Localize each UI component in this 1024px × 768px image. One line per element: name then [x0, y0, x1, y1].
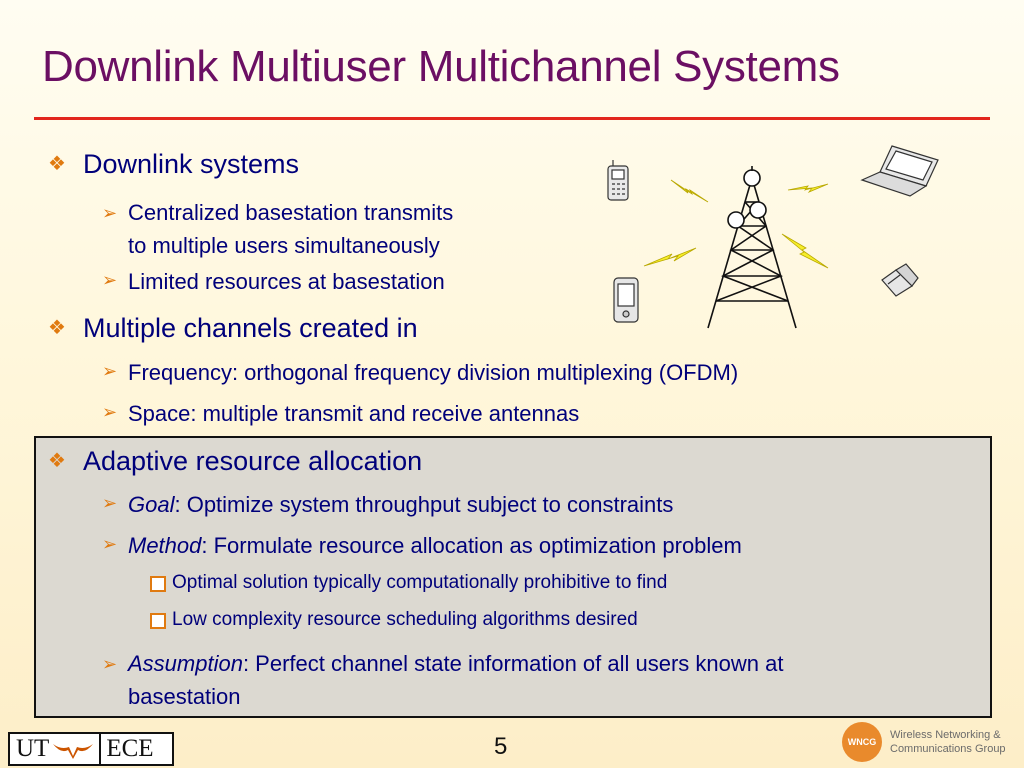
sub-sub-bullet-optimal: Optimal solution typically computational…: [150, 572, 667, 594]
bullet-text: Low complexity resource scheduling algor…: [172, 609, 638, 630]
bullet-text: Frequency: orthogonal frequency division…: [128, 360, 739, 385]
logo-ut-text: UT: [16, 735, 50, 762]
bullet-multiple-channels: ❖ Multiple channels created in: [48, 313, 418, 344]
bullet-text-line1: Centralized basestation transmits: [128, 200, 454, 225]
checkbox-bullet-icon: [150, 613, 166, 635]
sub-bullet-limited-resources: ➢ Limited resources at basestation: [102, 269, 445, 295]
slide-title: Downlink Multiuser Multichannel Systems: [42, 42, 840, 91]
arrow-bullet-icon: ➢: [102, 270, 118, 290]
title-underline: [34, 117, 990, 120]
bullet-text: Optimal solution typically computational…: [172, 572, 668, 593]
bullet-downlink-systems: ❖ Downlink systems: [48, 149, 299, 180]
bullet-text-line2: to multiple users simultaneously: [128, 233, 440, 258]
diamond-bullet-icon: ❖: [48, 450, 66, 472]
wncg-badge: WNCG: [842, 722, 882, 762]
bullet-text: Multiple channels created in: [83, 313, 418, 343]
sub-bullet-goal: ➢ Goal: Optimize system throughput subje…: [102, 492, 673, 518]
flip-phone-icon: [881, 263, 919, 297]
bullet-text: Adaptive resource allocation: [83, 446, 423, 476]
assumption-text: : Perfect channel state information of a…: [242, 651, 784, 676]
arrow-bullet-icon: ➢: [102, 534, 118, 554]
bullet-adaptive-allocation: ❖ Adaptive resource allocation: [48, 446, 422, 477]
sub-bullet-frequency: ➢ Frequency: orthogonal frequency divisi…: [102, 360, 738, 386]
arrow-bullet-icon: ➢: [102, 203, 118, 223]
mobile-phone-icon: [607, 160, 629, 201]
sub-bullet-space: ➢ Space: multiple transmit and receive a…: [102, 401, 579, 427]
highlight-box: [34, 436, 992, 718]
laptop-icon: [860, 145, 939, 197]
ut-ece-logo: UT ECE: [8, 732, 174, 766]
sub-bullet-assumption: ➢ Assumption: Perfect channel state info…: [102, 647, 783, 713]
wncg-line2: Communications Group: [890, 743, 1006, 755]
logo-ece-text: ECE: [99, 734, 158, 764]
checkbox-bullet-icon: [150, 576, 166, 598]
arrow-bullet-icon: ➢: [102, 654, 118, 674]
goal-text: : Optimize system throughput subject to …: [174, 492, 674, 517]
longhorn-icon: [53, 744, 94, 759]
wncg-line1: Wireless Networking &: [890, 729, 1001, 741]
method-text: : Formulate resource allocation as optim…: [201, 533, 742, 558]
wncg-logo: WNCG Wireless Networking & Communication…: [842, 722, 1006, 762]
arrow-bullet-icon: ➢: [102, 402, 118, 422]
network-illustration: [607, 145, 939, 329]
cell-tower-icon: [707, 166, 797, 329]
diamond-bullet-icon: ❖: [48, 317, 66, 339]
bullet-text: Space: multiple transmit and receive ant…: [128, 401, 580, 426]
sub-bullet-method: ➢ Method: Formulate resource allocation …: [102, 533, 742, 559]
pda-icon: [613, 277, 639, 323]
sub-sub-bullet-low-complexity: Low complexity resource scheduling algor…: [150, 609, 638, 631]
goal-term: Goal: [128, 492, 175, 517]
sub-bullet-centralized: ➢ Centralized basestation transmits to m…: [102, 196, 453, 262]
method-term: Method: [128, 533, 202, 558]
arrow-bullet-icon: ➢: [102, 361, 118, 381]
assumption-text-line2: basestation: [128, 684, 241, 709]
lightning-signal-icon: [643, 179, 829, 269]
bullet-text: Limited resources at basestation: [128, 269, 445, 294]
page-number: 5: [494, 733, 508, 760]
wncg-text: Wireless Networking & Communications Gro…: [890, 728, 1006, 756]
assumption-term: Assumption: [128, 651, 243, 676]
bullet-text: Downlink systems: [83, 149, 300, 179]
arrow-bullet-icon: ➢: [102, 493, 118, 513]
diamond-bullet-icon: ❖: [48, 153, 66, 175]
